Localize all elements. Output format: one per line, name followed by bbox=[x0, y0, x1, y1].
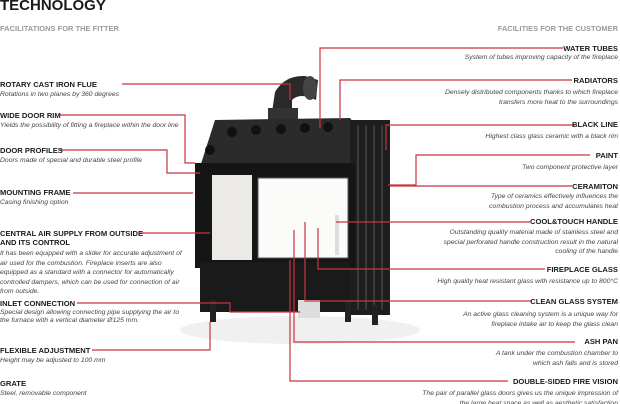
desc-door-profiles: Doors made of special and durable steel … bbox=[0, 157, 143, 164]
desc-ceramiton: Type of ceramics effectively influences … bbox=[489, 193, 618, 210]
radiator-fins bbox=[357, 125, 383, 310]
label-clean-glass: CLEAN GLASS SYSTEM bbox=[530, 297, 618, 306]
leg bbox=[210, 300, 216, 322]
label-inlet: INLET CONNECTION bbox=[0, 299, 76, 308]
flue-opening bbox=[303, 76, 317, 100]
flue-base bbox=[268, 108, 298, 120]
fireplace-glass bbox=[257, 177, 349, 259]
desc-mounting-frame: Casing finishing option bbox=[0, 199, 69, 206]
desc-rotary-flue: Rotations in two planes by 360 degrees bbox=[0, 91, 120, 98]
desc-water-tubes: System of tubes improving capacity of th… bbox=[464, 54, 618, 61]
label-radiators: RADIATORS bbox=[573, 76, 618, 85]
desc-clean-glass: An active glass cleaning system is a uni… bbox=[463, 311, 618, 328]
inlet-connection bbox=[298, 300, 320, 318]
cool-touch-handle bbox=[335, 215, 339, 255]
label-water-tubes: WATER TUBES bbox=[563, 44, 618, 53]
label-fireplace-glass: FIREPLACE GLASS bbox=[546, 265, 618, 274]
label-rotary-flue: ROTARY CAST IRON FLUE bbox=[0, 80, 97, 89]
label-ceramiton: CERAMITON bbox=[572, 182, 618, 191]
desc-ash-pan: A tank under the combustion chamber to w… bbox=[495, 350, 618, 367]
water-tube-holes bbox=[205, 122, 333, 155]
label-black-line: BLACK LINE bbox=[572, 120, 618, 129]
label-ash-pan: ASH PAN bbox=[584, 337, 618, 346]
desc-grate: Steel, removable component bbox=[0, 390, 87, 397]
label-flexible: FLEXIBLE ADJUSTMENT bbox=[0, 346, 91, 355]
label-grate: GRATE bbox=[0, 379, 27, 388]
top-panel bbox=[200, 118, 388, 168]
label-cool-touch-handle: COOL&TOUCH HANDLE bbox=[529, 217, 618, 226]
desc-central-air: It has been equipped with a slider for a… bbox=[0, 250, 182, 295]
desc-inlet: Special design allowing connecting pipe … bbox=[0, 309, 180, 324]
leader-lines bbox=[60, 47, 590, 382]
page-title: TECHNOLOGY bbox=[0, 0, 106, 14]
label-wide-door-rim: WIDE DOOR RIM bbox=[0, 111, 61, 120]
desc-wide-door-rim: Yields the possibility of fitting a fire… bbox=[0, 122, 179, 129]
desc-black-line: Highest class glass ceramic with a black… bbox=[485, 133, 618, 140]
label-double-sided: DOUBLE-SIDED FIRE VISION bbox=[512, 377, 618, 386]
label-central-air-2: AND ITS CONTROL bbox=[0, 238, 71, 247]
desc-double-sided: The pair of parallel glass doors gives u… bbox=[422, 390, 618, 404]
leg bbox=[345, 300, 351, 322]
label-mounting-frame: MOUNTING FRAME bbox=[0, 188, 71, 197]
leg bbox=[372, 305, 378, 325]
desc-flexible: Height may be adjusted to 100 mm bbox=[0, 357, 106, 364]
desc-radiators: Densely distributed components thanks to… bbox=[444, 89, 618, 106]
desc-paint: Two component protective layer bbox=[522, 164, 618, 171]
desc-cool-touch-handle: Outstanding quality material made of sta… bbox=[443, 229, 618, 255]
label-door-profiles: DOOR PROFILES bbox=[0, 146, 63, 155]
left-heading: FACILITATIONS FOR THE FITTER bbox=[0, 24, 119, 33]
side-glass bbox=[212, 175, 252, 260]
radiators bbox=[350, 120, 390, 315]
right-heading: FACILITIES FOR THE CUSTOMER bbox=[497, 24, 618, 33]
label-paint: PAINT bbox=[595, 151, 618, 160]
floor-shadow bbox=[180, 316, 420, 344]
ash-pan-body bbox=[200, 262, 350, 312]
desc-fireplace-glass: High quality heat resistant glass with r… bbox=[437, 278, 618, 285]
label-central-air: CENTRAL AIR SUPPLY FROM OUTSIDE bbox=[0, 229, 144, 238]
